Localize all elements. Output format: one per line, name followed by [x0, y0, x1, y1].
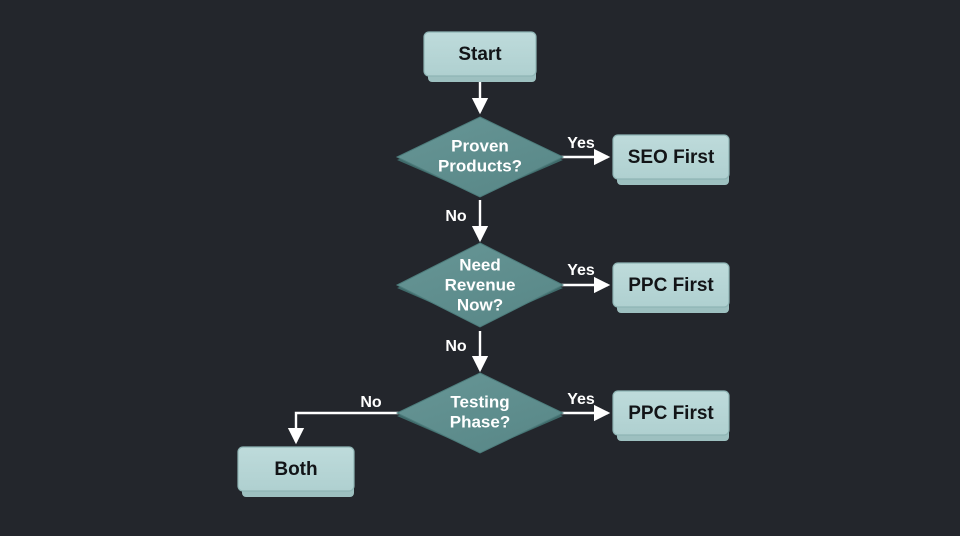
edge-label-revenue-no: No — [445, 338, 467, 355]
proven-label-line2: Products? — [438, 156, 522, 175]
revenue-label-line3: Now? — [457, 295, 503, 314]
start-box — [423, 31, 537, 77]
node-need-revenue-now[interactable]: Need Revenue Now? — [395, 242, 565, 328]
edge-label-group: Yes No Yes No Yes No — [360, 135, 595, 411]
edge-label-proven-no: No — [445, 208, 467, 225]
ppc-first-upper-label: PPC First — [628, 275, 714, 296]
edge-label-revenue-yes: Yes — [567, 262, 595, 279]
node-ppc-first-upper[interactable]: PPC First — [612, 262, 730, 313]
testing-label-line2: Phase? — [450, 412, 510, 431]
revenue-label-line2: Revenue — [445, 275, 516, 294]
testing-label-line1: Testing — [450, 392, 509, 411]
testing-diamond — [395, 372, 565, 454]
ppc-upper-box — [612, 262, 730, 308]
ppc-first-lower-label: PPC First — [628, 403, 714, 424]
start-label: Start — [458, 44, 502, 65]
node-ppc-first-lower[interactable]: PPC First — [612, 390, 730, 441]
both-box — [237, 446, 355, 492]
ppc-lower-box — [612, 390, 730, 436]
proven-diamond — [395, 116, 565, 198]
seo-box — [612, 134, 730, 180]
node-proven-products[interactable]: Proven Products? — [395, 116, 565, 198]
edge-label-proven-yes: Yes — [567, 135, 595, 152]
node-seo-first[interactable]: SEO First — [612, 134, 730, 185]
seo-first-label: SEO First — [628, 147, 715, 168]
edge-label-testing-yes: Yes — [567, 391, 595, 408]
connector-group — [287, 78, 611, 445]
revenue-label-line1: Need — [459, 255, 501, 274]
edge-label-testing-no: No — [360, 394, 382, 411]
both-label: Both — [274, 459, 317, 480]
connector-testing-no-to-both — [287, 411, 399, 445]
revenue-diamond — [395, 242, 565, 328]
proven-label-line1: Proven — [451, 136, 509, 155]
node-both[interactable]: Both — [237, 446, 355, 497]
node-start[interactable]: Start — [423, 31, 537, 82]
node-testing-phase[interactable]: Testing Phase? — [395, 372, 565, 454]
